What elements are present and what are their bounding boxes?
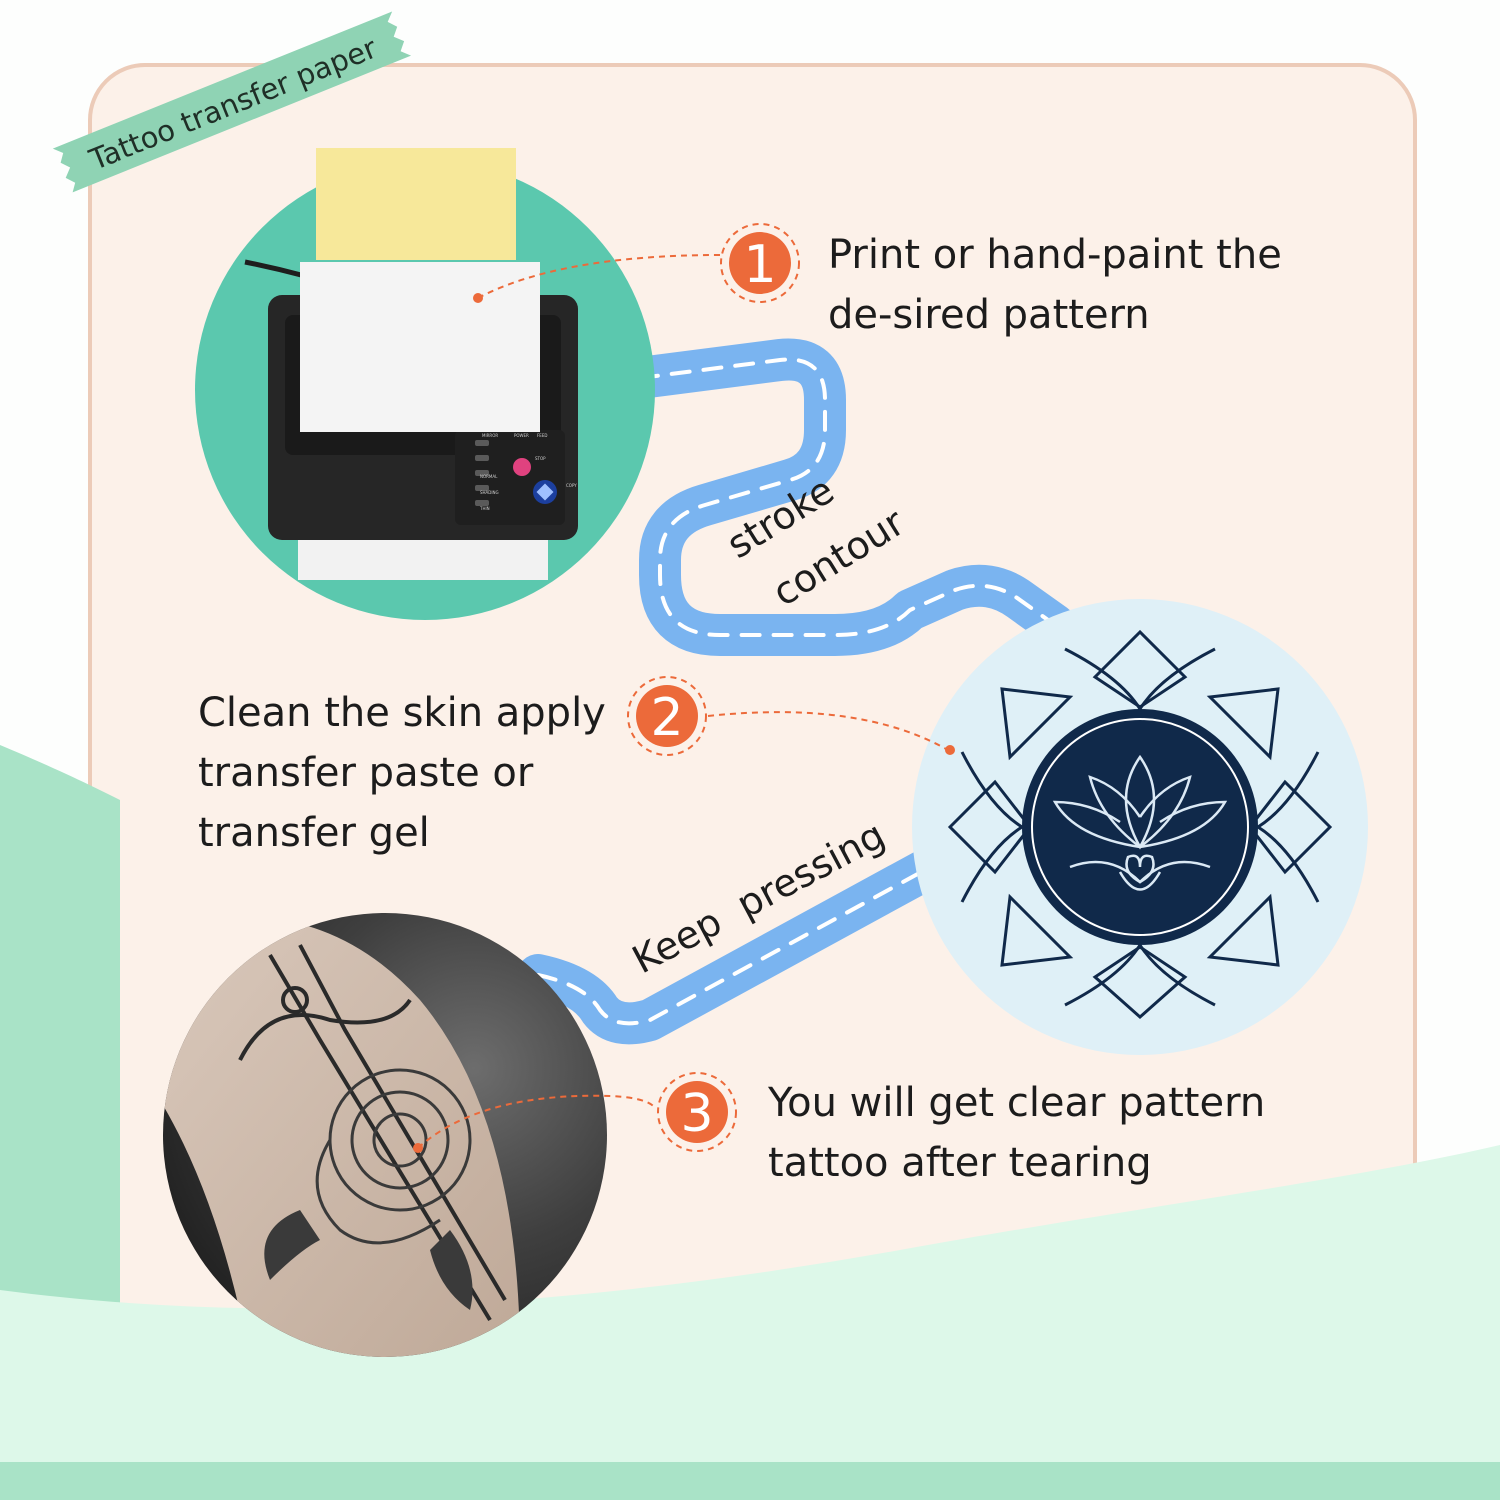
step-1-badge: 1 xyxy=(720,223,800,303)
step-3-text: You will get clear pattern tattoo after … xyxy=(768,1080,1266,1186)
step-1-text: Print or hand-paint the de-sired pattern xyxy=(828,232,1282,338)
tattoo-arm-photo xyxy=(163,913,607,1357)
step-2-text: Clean the skin apply transfer paste or t… xyxy=(198,690,606,856)
connector-3 xyxy=(413,1094,656,1153)
lotus-circle xyxy=(912,599,1368,1055)
machine-label-normal: NORMAL xyxy=(480,474,498,479)
machine-label-stop: STOP xyxy=(535,456,546,461)
connector-2 xyxy=(707,711,955,755)
machine-label-power: POWER xyxy=(514,433,529,438)
step-2-badge: 2 xyxy=(627,676,707,756)
stop-button-icon xyxy=(513,458,531,476)
connector-1 xyxy=(473,254,721,303)
copy-diamond-icon xyxy=(536,483,554,501)
road-path-1 xyxy=(619,338,1076,656)
machine-label-thin: THIN xyxy=(479,506,490,511)
step-2-number: 2 xyxy=(650,688,683,748)
step-1-number: 1 xyxy=(743,235,776,295)
bottom-waves xyxy=(0,745,1500,1500)
machine-label-feed: FEED xyxy=(537,433,547,438)
machine-label-copy: COPY xyxy=(566,483,577,488)
machine-button-labels: MIRROR POWER FEED STOP NORMAL COPY SHADING THIN xyxy=(479,433,577,511)
step-3-number: 3 xyxy=(680,1084,713,1144)
machine-label-shading: SHADING xyxy=(480,490,499,495)
step-3-badge: 3 xyxy=(657,1072,737,1152)
road-path-2 xyxy=(517,849,946,1045)
machine-label-mirror: MIRROR xyxy=(482,433,498,438)
